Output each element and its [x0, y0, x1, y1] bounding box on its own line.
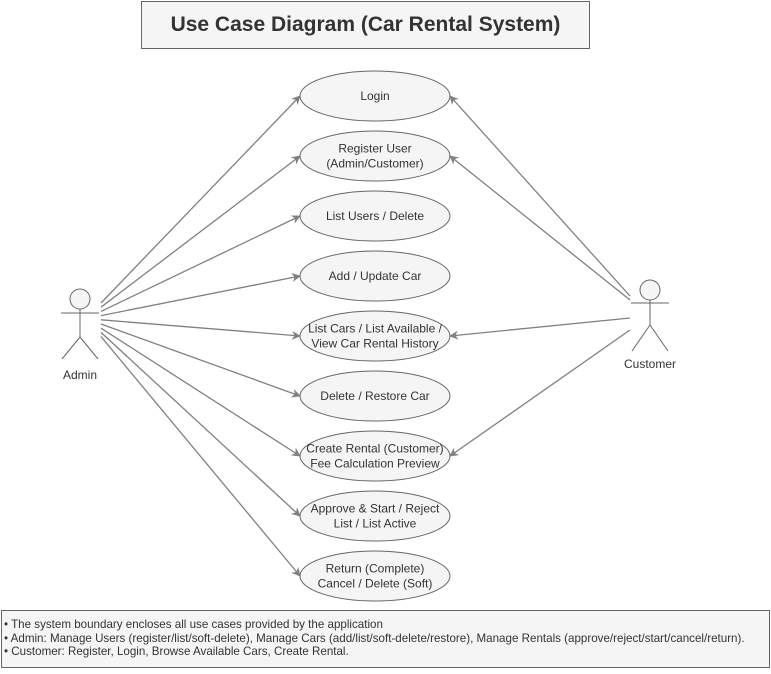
- association-admin-return-complete: [100, 336, 301, 577]
- admin-right-leg: [79, 336, 99, 360]
- use-case-ellipse: [299, 430, 451, 482]
- use-case-list-users: List Users / Delete: [299, 190, 451, 242]
- use-case-delete-restore-car: Delete / Restore Car: [299, 370, 451, 422]
- customer-right-leg: [649, 324, 669, 352]
- use-case-ellipse: [299, 310, 451, 362]
- associations-layer: [100, 95, 631, 577]
- use-case-add-update-car: Add / Update Car: [299, 250, 451, 302]
- admin-head: [69, 288, 91, 310]
- use-case-label: Approve & Start / Reject: [311, 502, 440, 516]
- association-admin-approve-start: [100, 331, 301, 517]
- note-line: • The system boundary encloses all use c…: [4, 618, 383, 631]
- use-case-ellipse: [299, 370, 451, 422]
- use-case-list-cars: List Cars / List Available /View Car Ren…: [299, 310, 451, 362]
- association-customer-register-user: [449, 155, 631, 301]
- use-case-label: Create Rental (Customer): [306, 442, 443, 456]
- association-admin-register-user: [100, 155, 301, 308]
- customer-left-leg: [631, 324, 651, 352]
- use-case-label: Register User: [338, 142, 411, 156]
- admin-left-leg: [61, 336, 81, 360]
- association-admin-login: [100, 95, 301, 304]
- notes-box: • The system boundary encloses all use c…: [1, 610, 770, 668]
- use-case-label: (Admin/Customer): [326, 157, 423, 171]
- use-case-ellipse: [299, 550, 451, 602]
- association-admin-create-rental: [100, 327, 301, 457]
- association-customer-list-cars: [449, 317, 631, 340]
- actor-admin: Admin: [61, 288, 99, 382]
- use-case-ellipse: [299, 490, 451, 542]
- use-case-label: View Car Rental History: [311, 337, 438, 351]
- use-case-label: List / List Active: [334, 517, 417, 531]
- use-case-label: Delete / Restore Car: [320, 389, 429, 403]
- use-case-login: Login: [299, 70, 451, 122]
- use-case-return-complete: Return (Complete)Cancel / Delete (Soft): [299, 550, 451, 602]
- use-case-label: List Cars / List Available /: [308, 322, 443, 336]
- association-customer-create-rental: [449, 329, 631, 457]
- use-case-label: Add / Update Car: [329, 269, 422, 283]
- use-case-ellipse: [299, 130, 451, 182]
- use-case-register-user: Register User(Admin/Customer): [299, 130, 451, 182]
- use-case-label: Fee Calculation Preview: [310, 457, 440, 471]
- customer-head: [639, 279, 661, 301]
- association-customer-login: [449, 95, 631, 297]
- note-line: • Customer: Register, Login, Browse Avai…: [4, 645, 349, 658]
- actor-label-customer: Customer: [624, 357, 676, 371]
- actor-customer: Customer: [624, 279, 676, 371]
- use-case-label: Return (Complete): [326, 562, 425, 576]
- note-line: • Admin: Manage Users (register/list/sof…: [4, 631, 745, 645]
- use-case-label: Login: [360, 89, 389, 103]
- use-case-label: Cancel / Delete (Soft): [318, 577, 433, 591]
- use-case-create-rental: Create Rental (Customer)Fee Calculation …: [299, 430, 451, 482]
- use-case-label: List Users / Delete: [326, 209, 424, 223]
- association-admin-list-users: [100, 215, 301, 312]
- use-case-ellipse: [299, 250, 451, 302]
- use-case-ellipse: [299, 70, 451, 122]
- actor-label-admin: Admin: [63, 368, 97, 382]
- association-admin-add-update-car: [100, 273, 301, 317]
- association-admin-delete-restore-car: [100, 323, 301, 398]
- association-admin-list-cars: [100, 319, 301, 340]
- use-case-ellipse: [299, 190, 451, 242]
- diagram-title: Use Case Diagram (Car Rental System): [141, 1, 590, 49]
